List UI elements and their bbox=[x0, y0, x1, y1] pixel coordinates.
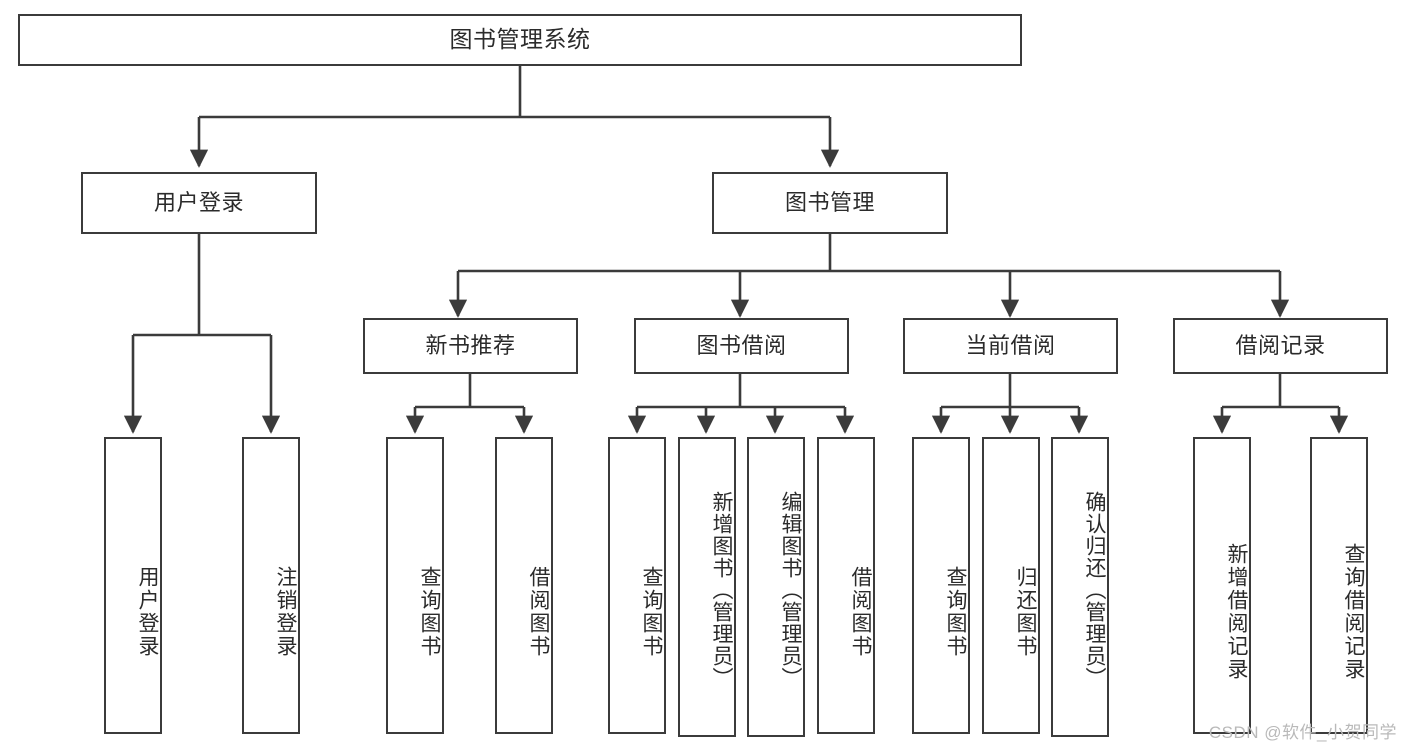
leaf-logout-login[interactable]: 注销登录 bbox=[242, 437, 300, 734]
node-root-system[interactable]: 图书管理系统 bbox=[18, 14, 1022, 66]
leaf-borrow-book[interactable]: 借阅图书 bbox=[817, 437, 875, 734]
node-current-borrow[interactable]: 当前借阅 bbox=[903, 318, 1118, 374]
node-user-login[interactable]: 用户登录 bbox=[81, 172, 317, 234]
leaf-confirm-return-admin[interactable]: 确认归还（管理员） bbox=[1051, 437, 1109, 737]
leaf-borrow-book-recommend[interactable]: 借阅图书 bbox=[495, 437, 553, 734]
node-new-book-recommend[interactable]: 新书推荐 bbox=[363, 318, 578, 374]
leaf-query-borrow-record[interactable]: 查询借阅记录 bbox=[1310, 437, 1368, 734]
csdn-watermark: CSDN @软件_小贺同学 bbox=[1208, 723, 1397, 742]
leaf-query-book-recommend[interactable]: 查询图书 bbox=[386, 437, 444, 734]
leaf-query-book-current[interactable]: 查询图书 bbox=[912, 437, 970, 734]
leaf-edit-book-admin[interactable]: 编辑图书（管理员） bbox=[747, 437, 805, 737]
leaf-query-book-borrow[interactable]: 查询图书 bbox=[608, 437, 666, 734]
leaf-user-login[interactable]: 用户登录 bbox=[104, 437, 162, 734]
node-book-borrow[interactable]: 图书借阅 bbox=[634, 318, 849, 374]
node-borrow-record[interactable]: 借阅记录 bbox=[1173, 318, 1388, 374]
leaf-add-book-admin[interactable]: 新增图书（管理员） bbox=[678, 437, 736, 737]
leaf-add-borrow-record[interactable]: 新增借阅记录 bbox=[1193, 437, 1251, 734]
node-book-management[interactable]: 图书管理 bbox=[712, 172, 948, 234]
leaf-return-book[interactable]: 归还图书 bbox=[982, 437, 1040, 734]
